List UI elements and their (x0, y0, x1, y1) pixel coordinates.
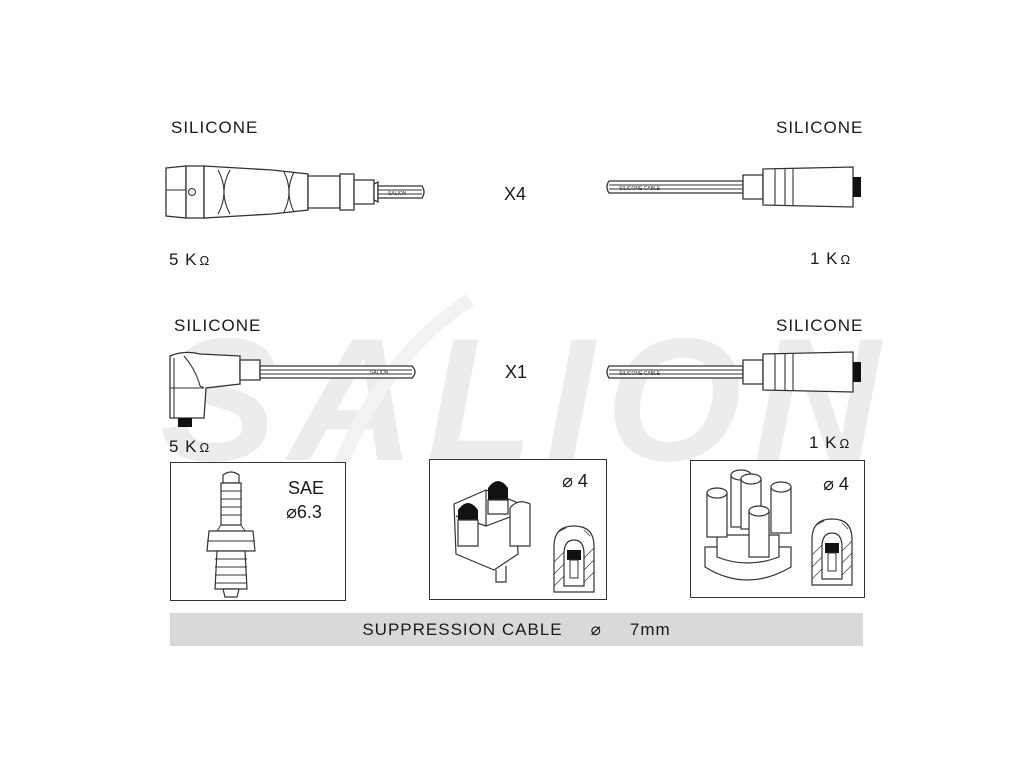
row2-quantity: X1 (505, 362, 528, 382)
terminal-section-icon-2 (811, 518, 853, 586)
row1-left-material: SILICONE (171, 118, 259, 137)
row2-left-angled-boot: SALION (169, 351, 416, 427)
footer-label: SUPPRESSION CABLE (362, 619, 563, 639)
spark-plug-box: SAE ⌀6.3 (170, 462, 346, 601)
footer-value: 7mm (629, 619, 671, 639)
row2-right-distributor-boot: SILICONE CABLE (606, 351, 861, 393)
plug-standard: SAE (287, 478, 325, 498)
distributor-cap-box-2: ⌀ 4 (690, 460, 865, 598)
svg-text:SILICONE CABLE: SILICONE CABLE (619, 371, 661, 377)
spark-plug-icon (206, 471, 256, 598)
row1-quantity: X4 (504, 184, 527, 204)
terminal-section-icon (553, 525, 595, 593)
svg-text:SILICONE CABLE: SILICONE CABLE (619, 186, 661, 192)
row1-left-straight-boot: SALION (165, 165, 425, 219)
row1-right-distributor-boot: SILICONE CABLE (606, 166, 861, 208)
svg-text:SALION: SALION (388, 191, 407, 197)
row2-right-material: SILICONE (776, 316, 864, 335)
diameter-symbol: ⌀ (590, 619, 602, 639)
distributor-cap-icon (453, 481, 531, 583)
distributor-1-diameter: ⌀ 4 (562, 471, 588, 491)
row2-left-material: SILICONE (174, 316, 262, 335)
svg-text:SALION: SALION (370, 370, 389, 376)
row1-right-material: SILICONE (776, 118, 864, 137)
distributor-tower-cap-icon (704, 469, 792, 581)
suppression-cable-footer: SUPPRESSION CABLE ⌀ 7mm (170, 613, 863, 646)
distributor-cap-box-1: ⌀ 4 (429, 459, 607, 600)
distributor-2-diameter: ⌀ 4 (823, 474, 849, 494)
plug-diameter: ⌀6.3 (286, 502, 322, 522)
